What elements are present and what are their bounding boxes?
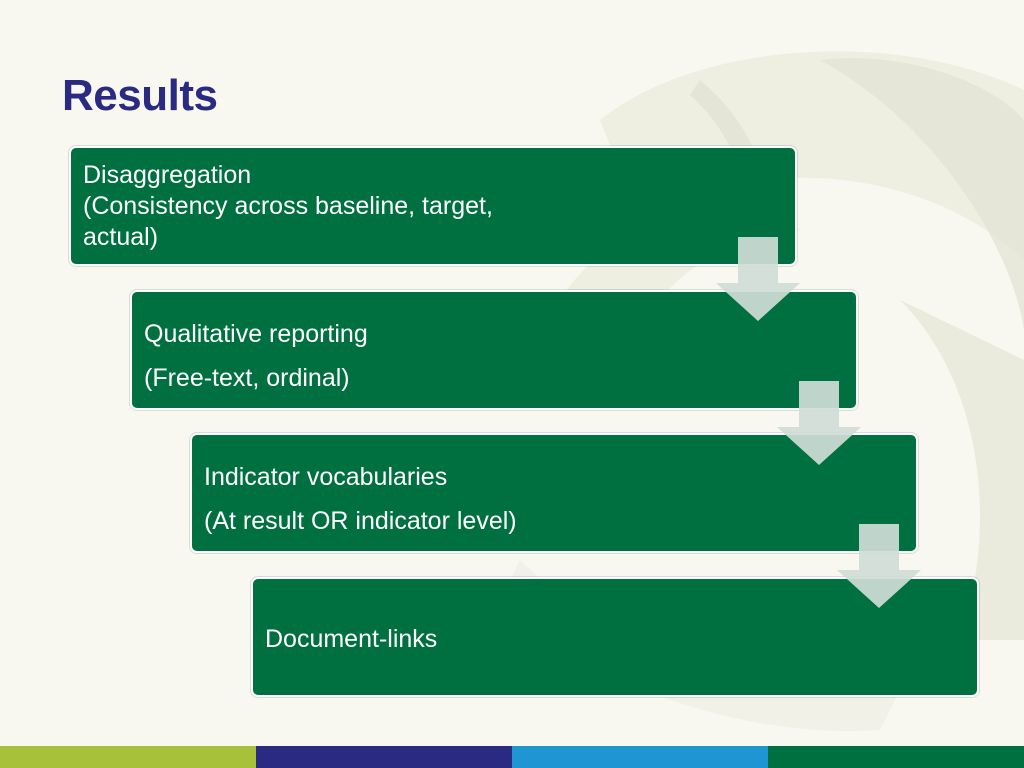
slide-title: Results — [62, 71, 218, 120]
down-arrow-icon — [837, 524, 921, 608]
footer-segment — [0, 746, 256, 768]
step-text: Qualitative reporting (Free-text, ordina… — [144, 320, 368, 392]
step-text: Disaggregation (Consistency across basel… — [83, 161, 493, 251]
step-box-document-links: Document-links — [251, 577, 979, 697]
footer-segment — [768, 746, 1024, 768]
step-box-indicator-vocabularies: Indicator vocabularies (At result OR ind… — [190, 433, 918, 553]
step-box-qualitative-reporting: Qualitative reporting (Free-text, ordina… — [130, 290, 858, 410]
down-arrow-icon — [716, 237, 800, 321]
footer-segment — [256, 746, 512, 768]
step-box-disaggregation: Disaggregation (Consistency across basel… — [69, 146, 797, 266]
step-text: Indicator vocabularies (At result OR ind… — [204, 463, 517, 535]
footer-color-bar — [0, 746, 1024, 768]
down-arrow-icon — [777, 381, 861, 465]
step-text: Document-links — [265, 625, 438, 653]
footer-segment — [512, 746, 768, 768]
